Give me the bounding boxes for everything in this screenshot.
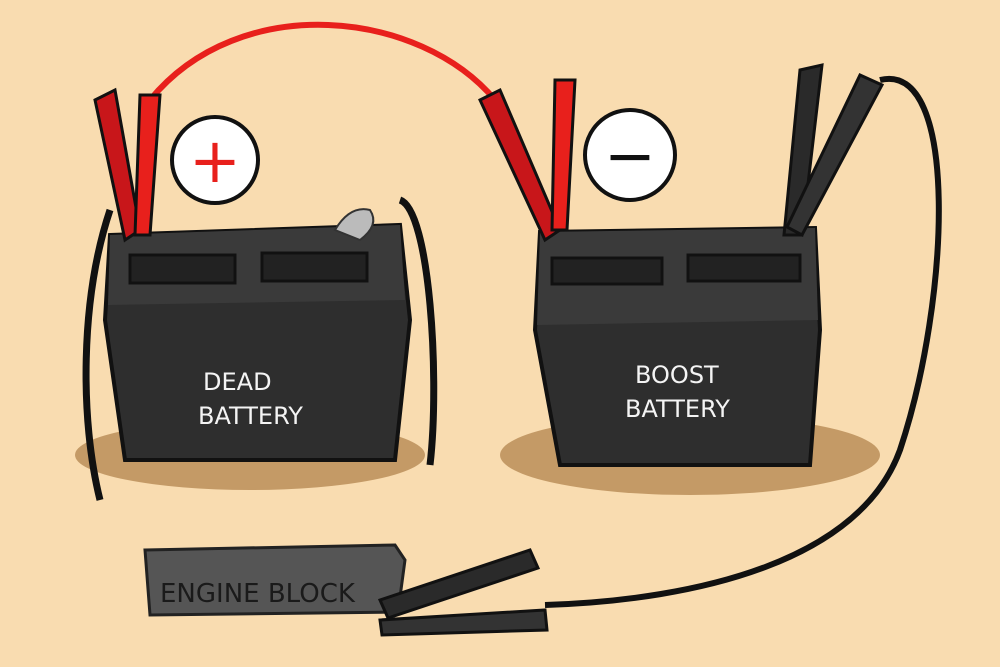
negative-clamp-boost [782, 63, 885, 238]
dead-battery-label-line2: BATTERY [198, 402, 303, 430]
negative-clamp-engine [377, 548, 549, 637]
svg-text:+: + [189, 124, 241, 197]
engine-block-label: ENGINE BLOCK [160, 579, 356, 609]
dead-battery-label-line1: DEAD [203, 368, 272, 396]
svg-text:−: − [604, 119, 656, 192]
positive-symbol: + [170, 115, 260, 205]
negative-cable [544, 75, 942, 608]
negative-cable-dead [82, 196, 438, 501]
negative-symbol: − [583, 108, 677, 202]
boost-battery-label-line2: BATTERY [625, 395, 730, 423]
dead-battery: DEAD BATTERY [102, 208, 413, 462]
boost-battery-label-line1: BOOST [635, 361, 719, 389]
positive-clamp-boost [478, 78, 577, 243]
engine-block: ENGINE BLOCK [143, 543, 407, 617]
negative-terminal-icon [333, 208, 375, 242]
positive-clamp-dead [93, 87, 162, 243]
boost-battery: BOOST BATTERY [532, 225, 823, 467]
positive-cable [147, 21, 498, 102]
